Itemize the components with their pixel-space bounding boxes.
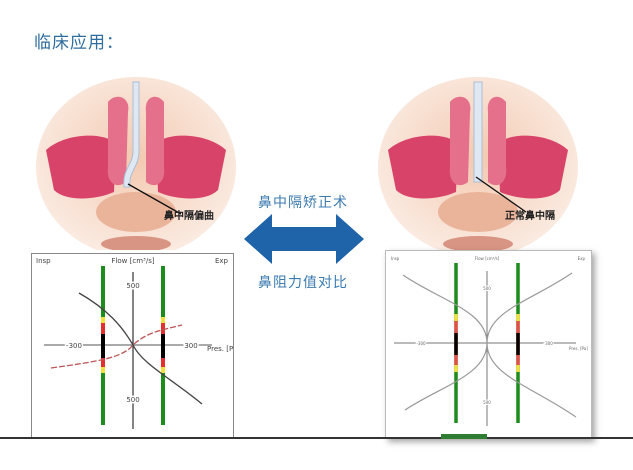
flow-top-tick: 500: [126, 282, 139, 290]
flow-bottom-tick: 500: [126, 396, 139, 404]
flow-label: Flow [cm³/s]: [475, 256, 500, 261]
measured-curve-dark: [78, 292, 203, 405]
pres-label: Pres. [Pa]: [569, 346, 588, 351]
measured-curve-2: [404, 272, 573, 411]
double-arrow-icon: [244, 214, 364, 264]
right-image-caption: 正常鼻中隔: [505, 211, 555, 222]
insp-label: Insp: [36, 257, 51, 265]
progress-indicator: [441, 434, 487, 439]
flow-label: Flow [cm³/s]: [111, 257, 154, 265]
exp-label: Exp: [578, 256, 586, 261]
measured-curve-red: [50, 324, 183, 369]
pres-right-tick: 300: [545, 341, 553, 346]
normal-septum-illustration: [378, 77, 578, 250]
right-resistance-chart: Insp Flow [cm³/s] Exp 500 500 -300 300 P…: [385, 250, 592, 439]
flow-top-tick: 500: [483, 286, 491, 291]
exp-label: Exp: [215, 257, 229, 265]
pres-left-tick: -300: [66, 342, 82, 350]
procedure-label: 鼻中隔矫正术: [258, 195, 348, 211]
flow-bottom-tick: 500: [483, 400, 491, 405]
slide-title: 临床应用：: [34, 33, 124, 53]
pres-right-tick: 300: [184, 342, 197, 350]
comparison-label: 鼻阻力值对比: [258, 275, 348, 291]
pres-left-tick: -300: [416, 341, 426, 346]
left-image-caption: 鼻中隔偏曲: [164, 211, 214, 222]
insp-label: Insp: [391, 256, 400, 261]
left-resistance-chart: Insp Flow [cm³/s] Exp 500 500 -300 300 P…: [31, 253, 234, 438]
pres-label: Pres. [Pa: [207, 345, 233, 353]
footer-divider: [0, 437, 633, 439]
deviated-septum-illustration: [36, 77, 236, 250]
